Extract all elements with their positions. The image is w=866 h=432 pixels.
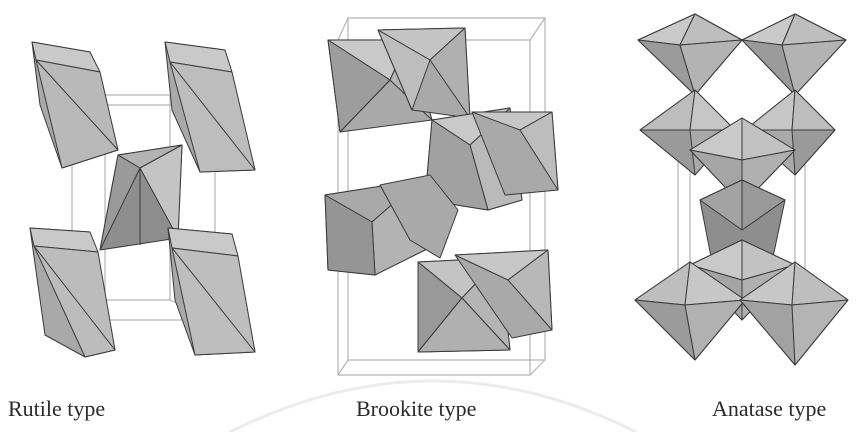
brookite-structure <box>325 18 558 375</box>
rutile-structure <box>30 42 255 357</box>
anatase-octahedron-top-left <box>638 14 742 95</box>
rutile-octahedron-top-left <box>32 42 118 168</box>
anatase-caption: Anatase type <box>712 396 826 422</box>
anatase-octahedron-top-right <box>742 14 846 95</box>
anatase-structure <box>635 14 848 365</box>
rutile-caption: Rutile type <box>8 396 105 422</box>
rutile-octahedron-bottom-right <box>168 228 255 355</box>
brookite-caption: Brookite type <box>356 396 476 422</box>
